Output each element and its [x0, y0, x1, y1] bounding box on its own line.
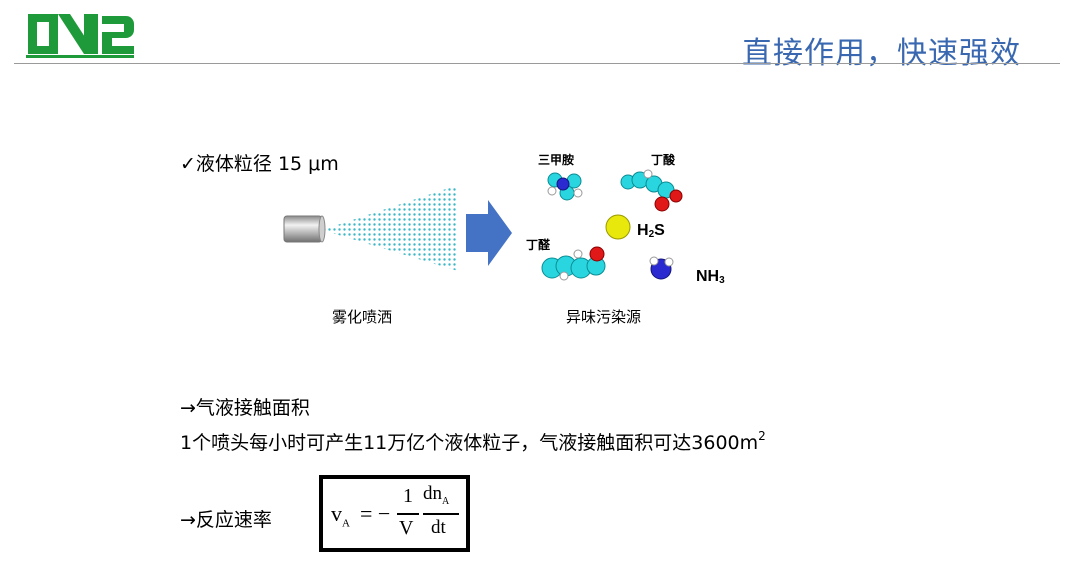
- formula-equals: = −: [360, 501, 391, 526]
- reaction-rate-formula: vA = − 1 V dnA dt: [319, 475, 470, 552]
- gas-liquid-text: 1个喷头每小时可产生11万亿个液体粒子，气液接触面积可达3600m2: [180, 429, 766, 454]
- formula-numerator-1: 1: [403, 485, 413, 507]
- spray-cone: [322, 185, 458, 271]
- company-logo: [26, 14, 134, 58]
- gas-liquid-heading: →气液接触面积: [180, 397, 310, 419]
- page-title: 直接作用，快速强效: [742, 36, 1021, 71]
- spray-nozzle-illustration: [283, 185, 458, 271]
- label-butyric-acid: 丁酸: [651, 153, 676, 167]
- trimethylamine-molecule-icon: [547, 172, 583, 201]
- sulfur-atom-icon: [605, 214, 631, 240]
- header-divider: [14, 63, 1060, 64]
- formula-fraction-bar: [397, 513, 419, 515]
- butyric-acid-molecule-icon: [620, 169, 683, 212]
- label-nh3: NH3: [696, 268, 725, 286]
- formula-dn: dnA: [423, 483, 450, 507]
- formula-denominator-V: V: [399, 517, 414, 539]
- pollutant-label: 异味污染源: [566, 308, 642, 326]
- label-butanal: 丁醛: [526, 238, 551, 252]
- reaction-rate-heading: →反应速率: [180, 509, 272, 531]
- ammonia-molecule-icon: [649, 256, 674, 280]
- right-arrow-icon: [466, 200, 512, 266]
- label-trimethylamine: 三甲胺: [538, 153, 575, 167]
- label-h2s: H2S: [637, 222, 665, 240]
- formula-v: vA: [331, 501, 350, 530]
- spray-label: 雾化喷洒: [332, 308, 393, 326]
- droplet-size-text: ✓液体粒径 15 μm: [180, 153, 339, 175]
- formula-dt: dt: [431, 517, 446, 538]
- formula-fraction-bar-2: [423, 513, 459, 515]
- nozzle: [283, 215, 323, 243]
- butanal-molecule-icon: [541, 246, 606, 281]
